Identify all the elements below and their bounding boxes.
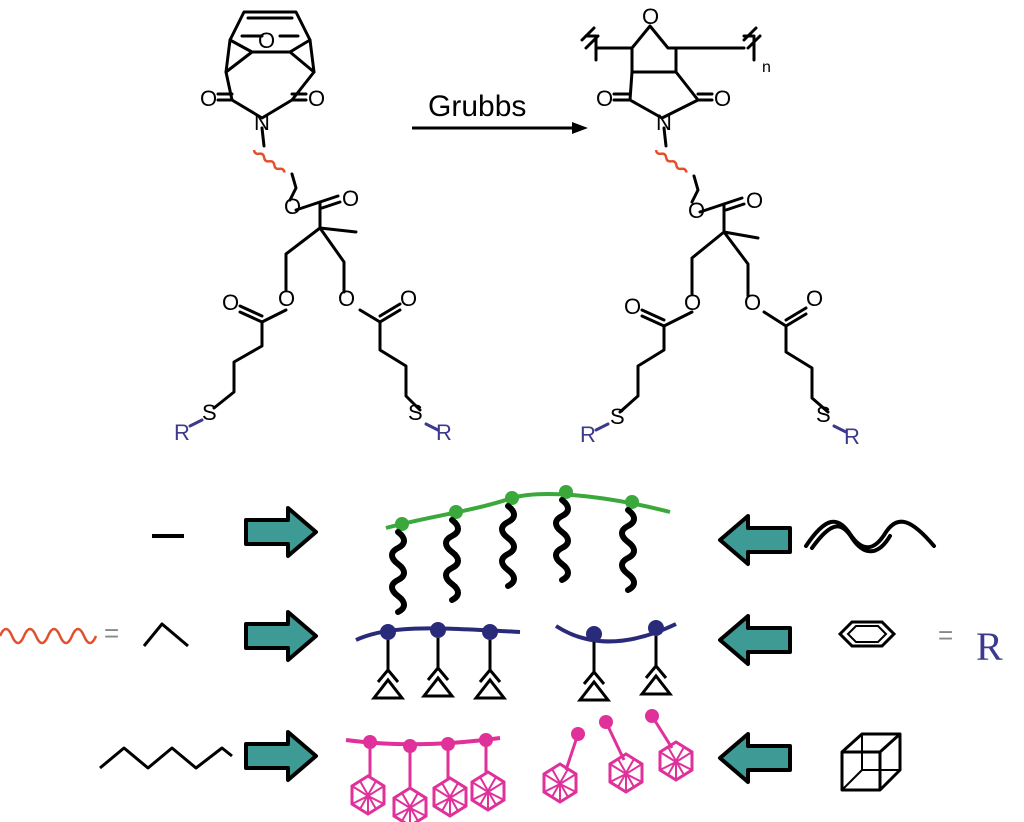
repeat-subscript: n (762, 59, 771, 76)
atom-o-carbonyl-right-4: O (624, 294, 641, 319)
helical-chain-icon (804, 519, 936, 554)
atom-o-carbonyl-right-1: O (596, 86, 613, 111)
atom-o-ester-right-2: O (684, 290, 701, 315)
r-symbol: R (976, 624, 1003, 669)
row3-left-arrow (244, 730, 318, 782)
row3-polymer (345, 709, 694, 822)
atom-o-carbonyl-right-2: O (714, 86, 731, 111)
linker-wave-right (654, 149, 688, 173)
atom-o-carbonyl-left-4: O (222, 290, 239, 315)
monomer-structure (188, 10, 440, 432)
atom-n-left: N (254, 110, 270, 135)
polymer-structure (580, 24, 848, 434)
atom-o-carbonyl-right-5: O (806, 286, 823, 311)
atom-r-right-1: R (580, 422, 596, 447)
benzene-ring-icon (837, 620, 897, 648)
linker-wave-left (252, 149, 286, 173)
atom-s-right-1: S (610, 404, 625, 429)
row2-right-arrow (718, 614, 792, 666)
atom-o-ring-right: O (642, 4, 659, 29)
atom-o-carbonyl-left-3: O (342, 186, 359, 211)
atom-o-bridge-left: O (258, 28, 275, 53)
atom-s-left-2: S (408, 400, 423, 425)
reaction-arrow (412, 122, 588, 134)
atom-r-right-2: R (844, 424, 860, 449)
atom-o-ester-right: O (688, 198, 705, 223)
atom-s-left-1: S (202, 400, 217, 425)
row2-left-arrow (244, 610, 318, 662)
row2-equals-left: = (104, 618, 119, 648)
atom-o-ester-left-3: O (338, 286, 355, 311)
row2-polymer (355, 620, 677, 702)
atom-o-carbonyl-left-1: O (200, 86, 217, 111)
row2-left-substituent (142, 622, 189, 648)
atom-s-right-2: S (816, 402, 831, 427)
atom-o-carbonyl-left-2: O (308, 86, 325, 111)
row2-linker-wave (0, 627, 98, 645)
atom-o-carbonyl-left-5: O (400, 286, 417, 311)
atom-o-ester-left-2: O (278, 286, 295, 311)
atom-o-ester-left: O (284, 194, 301, 219)
catalyst-label: Grubbs (428, 90, 526, 123)
cubane-cage-icon (840, 732, 902, 792)
atom-o-carbonyl-right-3: O (746, 188, 763, 213)
atom-r-left-1: R (174, 420, 190, 445)
row2-equals-right: = (938, 620, 953, 650)
atom-n-right: N (656, 110, 672, 135)
atom-o-ester-right-3: O (744, 290, 761, 315)
row3-left-substituent (99, 746, 233, 770)
atom-r-left-2: R (436, 420, 452, 445)
row1-right-arrow (718, 514, 792, 566)
row3-right-arrow (718, 732, 792, 784)
row1-polymer (385, 485, 671, 612)
row1-left-arrow (244, 506, 318, 558)
